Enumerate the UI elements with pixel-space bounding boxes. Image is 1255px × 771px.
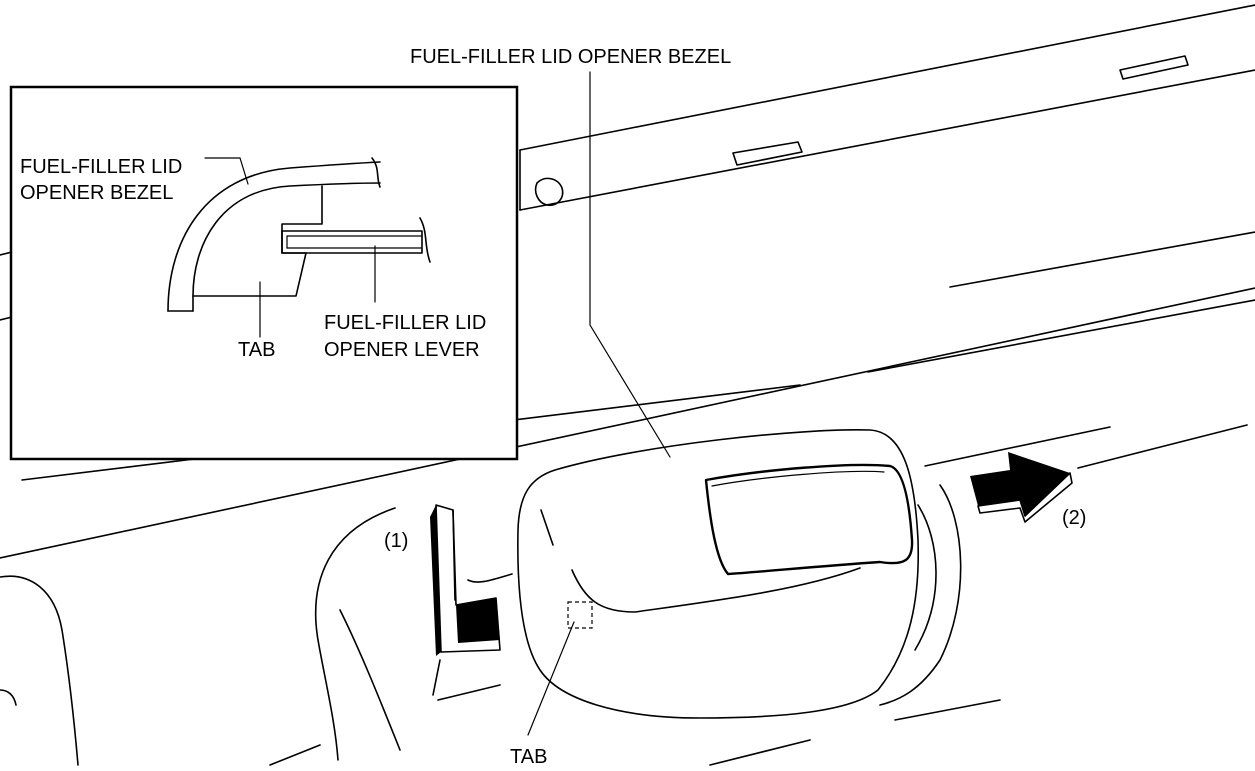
label-inset-bezel-line1: FUEL-FILLER LID (20, 156, 182, 178)
label-main-bezel: FUEL-FILLER LID OPENER BEZEL (410, 46, 731, 68)
pry-tool-icon (430, 504, 501, 656)
label-main-tab: TAB (510, 746, 547, 768)
panel-slot (732, 141, 803, 166)
label-step-2: (2) (1062, 507, 1086, 529)
hidden-tab (567, 601, 593, 629)
label-inset-lever-line2: OPENER LEVER (324, 339, 480, 361)
right-arrow-icon (970, 452, 1073, 523)
label-step-1: (1) (384, 530, 408, 552)
fuel-filler-lid-opener-bezel (517, 429, 920, 719)
label-inset-bezel-line2: OPENER BEZEL (20, 182, 173, 204)
panel-slot (1119, 55, 1189, 80)
label-inset-lever-line1: FUEL-FILLER LID (324, 312, 486, 334)
inset-detail-view (9, 85, 519, 461)
leader-lines (527, 71, 671, 736)
label-inset-tab: TAB (238, 339, 275, 361)
panel-hole (534, 177, 564, 207)
trim-panel (0, 4, 1255, 766)
